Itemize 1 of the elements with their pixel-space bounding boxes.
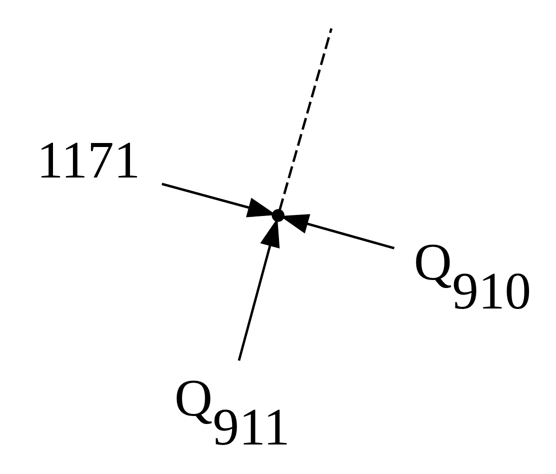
node-text: 1171 [36,132,140,190]
